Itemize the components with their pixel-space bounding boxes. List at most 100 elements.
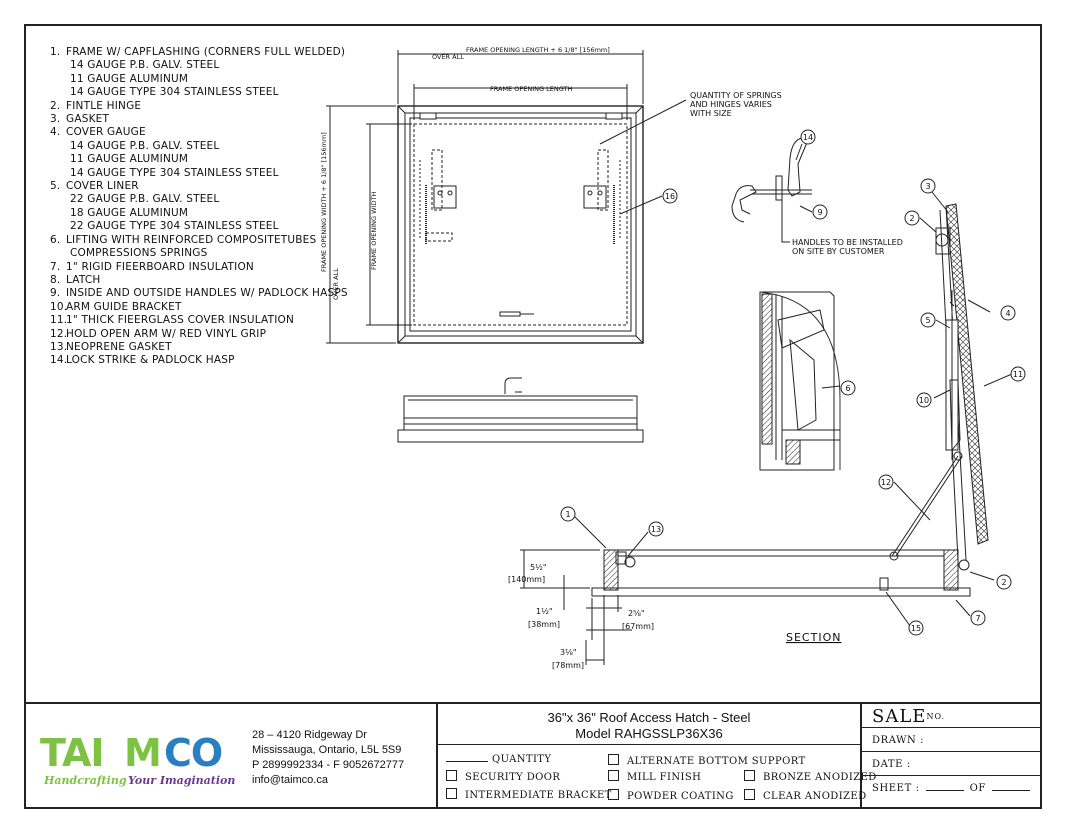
sale-number: SALENO.	[862, 704, 1040, 728]
model-number: Model RAHGSSLP36X36	[438, 726, 860, 745]
option-alternate[interactable]: ALTERNATE BOTTOM SUPPORT	[608, 754, 806, 767]
spec-item: 7.1" RIGID FIEERBOARD INSULATION	[50, 261, 340, 274]
spec-item: 8.LATCH	[50, 274, 340, 287]
sheet-info: SALENO. DRAWN : DATE : SHEET :OF	[862, 704, 1040, 809]
spec-item-number: 11.	[50, 314, 68, 327]
callout-5	[920, 312, 936, 328]
spec-item-label: LOCK STRIKE & PADLOCK HASP	[66, 354, 235, 367]
callout-15	[908, 620, 924, 636]
option-powder[interactable]: POWDER COATING	[608, 789, 734, 802]
option-label: INTERMEDIATE BRACKET	[465, 790, 612, 801]
spec-item-number: 8.	[50, 273, 61, 286]
spec-item: 1.FRAME W/ CAPFLASHING (CORNERS FULL WEL…	[50, 46, 345, 59]
callout-2a	[904, 210, 920, 226]
spec-item: 4.COVER GAUGE	[50, 126, 340, 139]
spec-item: 3.GASKET	[50, 113, 340, 126]
spec-item-number: 14.	[50, 354, 68, 367]
callout-10	[916, 392, 932, 408]
spec-item: 12.HOLD OPEN ARM W/ RED VINYL GRIP	[50, 328, 340, 341]
option-mill[interactable]: MILL FINISH	[608, 770, 701, 783]
checkbox[interactable]	[744, 770, 755, 781]
checkbox[interactable]	[608, 754, 619, 765]
frame-length-label: FRAME OPENING LENGTH + 6 1/8" [156mm]	[466, 46, 610, 54]
frame-width-label: FRAME OPENING WIDTH + 6 1/8" [156mm]	[320, 132, 328, 272]
option-label: POWDER COATING	[627, 791, 734, 802]
date-label: DATE :	[872, 759, 911, 770]
callout-label: 2	[1001, 578, 1006, 587]
spec-sub-item: 22 GAUGE P.B. GALV. STEEL	[70, 193, 220, 206]
callout-label: 10	[919, 396, 929, 405]
spec-item: 10.ARM GUIDE BRACKET	[50, 301, 340, 314]
callout-label: 11	[1013, 370, 1023, 379]
spec-item-label: LIFTING WITH REINFORCED COMPOSITETUBES	[66, 233, 317, 246]
drawn-label: DRAWN :	[872, 735, 925, 746]
checkbox[interactable]	[744, 789, 755, 800]
spec-sub-item: 18 GAUGE ALUMINUM	[70, 206, 189, 219]
svg-text:Your Imagination: Your Imagination	[128, 774, 235, 787]
spec-item-number: 13.	[50, 340, 68, 353]
spec-item-label: NEOPRENE GASKET	[66, 340, 172, 353]
spec-sub-item: COMPRESSIONS SPRINGS	[70, 247, 208, 260]
callout-16	[662, 188, 678, 204]
option-intermediate[interactable]: INTERMEDIATE BRACKET	[446, 788, 612, 801]
callout-12	[878, 474, 894, 490]
phone-line: P 2899992334 - F 9052672777	[252, 759, 405, 771]
dim-78mm: [78mm]	[552, 661, 584, 670]
section-label: SECTION	[786, 631, 841, 644]
callout-4	[1000, 305, 1016, 321]
taimco-logo-icon: TAI M CO Handcrafting Your Imagination	[40, 731, 235, 787]
callout-9	[812, 204, 828, 220]
option-label: BRONZE ANODIZED	[763, 772, 877, 783]
spec-item-number: 2.	[50, 99, 61, 112]
section-curb-left	[603, 549, 619, 591]
callout-label: 14	[803, 133, 813, 142]
callout-label: 12	[881, 478, 891, 487]
checkbox[interactable]	[446, 770, 457, 781]
callout-11	[1010, 366, 1026, 382]
title-block: TAI M CO Handcrafting Your Imagination 2…	[24, 702, 1042, 809]
spec-item: 9.INSIDE AND OUTSIDE HANDLES W/ PADLOCK …	[50, 287, 348, 300]
spec-sub-item: 22 GAUGE TYPE 304 STAINLESS STEEL	[70, 220, 279, 233]
callout-label: 16	[665, 192, 675, 201]
callout-label: 9	[817, 208, 822, 217]
option-bronze[interactable]: BRONZE ANODIZED	[744, 770, 877, 783]
spec-item-number: 4.	[50, 126, 61, 139]
drawn-field[interactable]: DRAWN :	[862, 728, 1040, 752]
spec-item-label: FINTLE HINGE	[66, 99, 142, 112]
spec-list: 1.FRAME W/ CAPFLASHING (CORNERS FULL WEL…	[50, 46, 348, 368]
callout-14	[648, 521, 664, 537]
option-security[interactable]: SECURITY DOOR	[446, 770, 560, 783]
spec-item-number: 3.	[50, 113, 61, 126]
section-cover-insulation	[945, 203, 989, 545]
overall-side-label: OVER ALL	[332, 268, 340, 300]
dim-2-5: 2⅝"	[628, 609, 645, 618]
address-line-2: Mississauga, Ontario, L5L 5S9	[252, 744, 402, 756]
opening-length-label: FRAME OPENING LENGTH	[490, 85, 572, 93]
spec-sub-item: 14 GAUGE TYPE 304 STAINLESS STEEL	[70, 166, 279, 179]
callout-label: 1	[565, 510, 570, 519]
email-line[interactable]: info@taimco.ca	[252, 774, 328, 786]
checkbox[interactable]	[608, 789, 619, 800]
section-curb-right	[943, 549, 959, 591]
elevation-flange	[397, 429, 644, 443]
dim-140mm: [140mm]	[508, 575, 545, 584]
callout-13	[800, 129, 816, 145]
spec-sub-item: 14 GAUGE TYPE 304 STAINLESS STEEL	[70, 86, 279, 99]
callout-label: 2	[909, 214, 914, 223]
opening-width-label: FRAME OPENING WIDTH	[370, 192, 378, 270]
spec-item-number: 9.	[50, 287, 61, 300]
quantity-field[interactable]: QUANTITY	[446, 754, 551, 765]
checkbox[interactable]	[446, 788, 457, 799]
date-field[interactable]: DATE :	[862, 752, 1040, 776]
checkbox[interactable]	[608, 770, 619, 781]
callout-3	[920, 178, 936, 194]
option-clear[interactable]: CLEAR ANODIZED	[744, 789, 867, 802]
callout-label: 15	[911, 624, 921, 633]
svg-text:TAI: TAI	[40, 731, 104, 775]
spec-item-label: FRAME W/ CAPFLASHING (CORNERS FULL WELDE…	[66, 46, 346, 58]
sheet-field[interactable]: SHEET :OF	[862, 776, 1040, 800]
spec-item-number: 12.	[50, 327, 68, 340]
spec-item: 14.LOCK STRIKE & PADLOCK HASP	[50, 354, 340, 367]
callout-label: 5	[925, 316, 930, 325]
option-label: SECURITY DOOR	[465, 772, 561, 783]
